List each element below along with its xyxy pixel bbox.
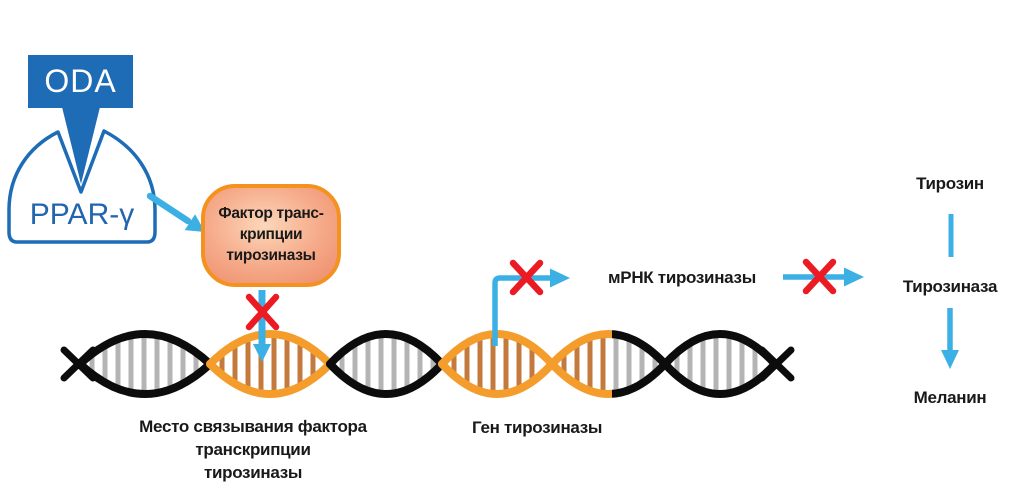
translation-arrow: [783, 267, 864, 287]
tyrosinase-to-melanin-arrow: [941, 308, 959, 369]
transcription-factor-box: [201, 184, 341, 287]
oda-ligand-badge: [28, 55, 133, 184]
translation-block-cross: [802, 258, 837, 295]
factor-binding-arrow: [253, 290, 271, 362]
mrna-label: мРНК тирозиназы: [608, 268, 756, 287]
factor-binding-block-cross: [245, 293, 280, 331]
melanin-label: Меланин: [913, 388, 987, 407]
ppar-gamma-label: PPAR-γ: [29, 198, 135, 231]
gene-label: Ген тирозиназы: [472, 418, 603, 437]
oda-box: [28, 55, 133, 108]
transcription-block-cross: [509, 259, 544, 296]
tyrosine-label: Тирозин: [916, 174, 984, 193]
oda-pointer: [62, 107, 100, 184]
dna-helix: [60, 330, 795, 398]
transcription-arrow: [492, 268, 570, 346]
oda-label: ODA: [44, 63, 117, 99]
transcription-factor-label: Фактор транс- крипции тирозиназы: [218, 205, 324, 264]
ppar-to-factor-arrow: [146, 192, 205, 232]
tyrosinase-label: Тирозиназа: [902, 277, 998, 296]
binding-site-label: Место связывания фактора транскрипции ти…: [139, 417, 367, 482]
ppar-receptor-shape: [7, 129, 157, 244]
